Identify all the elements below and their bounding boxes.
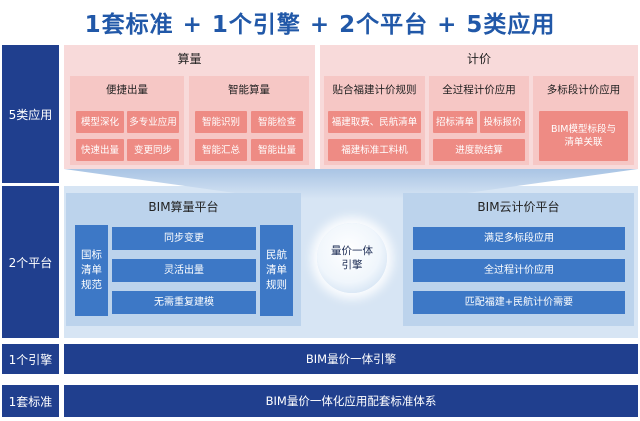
- engine-circle-line2: 引擎: [341, 259, 363, 271]
- civil-aviation-list-rules: 民航清单规则: [260, 225, 293, 316]
- app-box: 招标清单: [433, 111, 477, 133]
- platform-feature: 全过程计价应用: [413, 259, 625, 282]
- app-box: 智能识别: [195, 111, 247, 133]
- app-box: 智能出量: [251, 139, 303, 161]
- engine-circle: 量价一体 引擎: [317, 223, 387, 293]
- platform-feature: 灵活出量: [112, 259, 256, 282]
- platform-feature: 同步变更: [112, 227, 256, 250]
- app-box: BIM模型标段与清单关联: [539, 111, 628, 161]
- platform-title: BIM算量平台: [148, 199, 219, 214]
- platform-feature: 无需重复建模: [112, 291, 256, 314]
- pricing-title: 计价: [466, 51, 491, 66]
- row-label-standard: 1套标准: [2, 385, 59, 417]
- group-title: 贴合福建计价规则: [332, 83, 417, 96]
- estimate-title: 算量: [177, 51, 202, 66]
- app-box: 多专业应用: [127, 111, 179, 133]
- app-box: 智能汇总: [195, 139, 247, 161]
- group-title: 全过程计价应用: [442, 83, 516, 96]
- group-title: 便捷出量: [106, 83, 148, 96]
- platform-title: BIM云计价平台: [477, 199, 560, 214]
- national-list-spec: 国标清单规范: [75, 225, 108, 316]
- page-title: 1套标准 + 1个引擎 + 2个平台 + 5类应用: [84, 12, 556, 38]
- group-title: 多标段计价应用: [546, 83, 621, 96]
- app-box: 福建取费、民航清单: [328, 111, 421, 133]
- app-box: 进度款结算: [433, 139, 525, 161]
- platform-feature: 匹配福建+民航计价需要: [413, 291, 625, 314]
- funnel-shape: [64, 169, 638, 199]
- app-box: 变更同步: [127, 139, 179, 161]
- app-box: 智能检查: [251, 111, 303, 133]
- app-box: 投标报价: [480, 111, 525, 133]
- app-box: 福建标准工料机: [328, 139, 421, 161]
- row-label-apps: 5类应用: [2, 45, 59, 183]
- platform-feature: 满足多标段应用: [413, 227, 625, 250]
- row-label-engine: 1个引擎: [2, 344, 59, 374]
- engine-bar: BIM量价一体引擎: [64, 344, 638, 374]
- engine-circle-line1: 量价一体: [331, 245, 373, 257]
- app-box: 快速出量: [76, 139, 124, 161]
- row-label-platforms: 2个平台: [2, 186, 59, 338]
- app-box: 模型深化: [76, 111, 124, 133]
- group-title: 智能算量: [228, 83, 270, 96]
- standard-bar: BIM量价一体化应用配套标准体系: [64, 385, 638, 417]
